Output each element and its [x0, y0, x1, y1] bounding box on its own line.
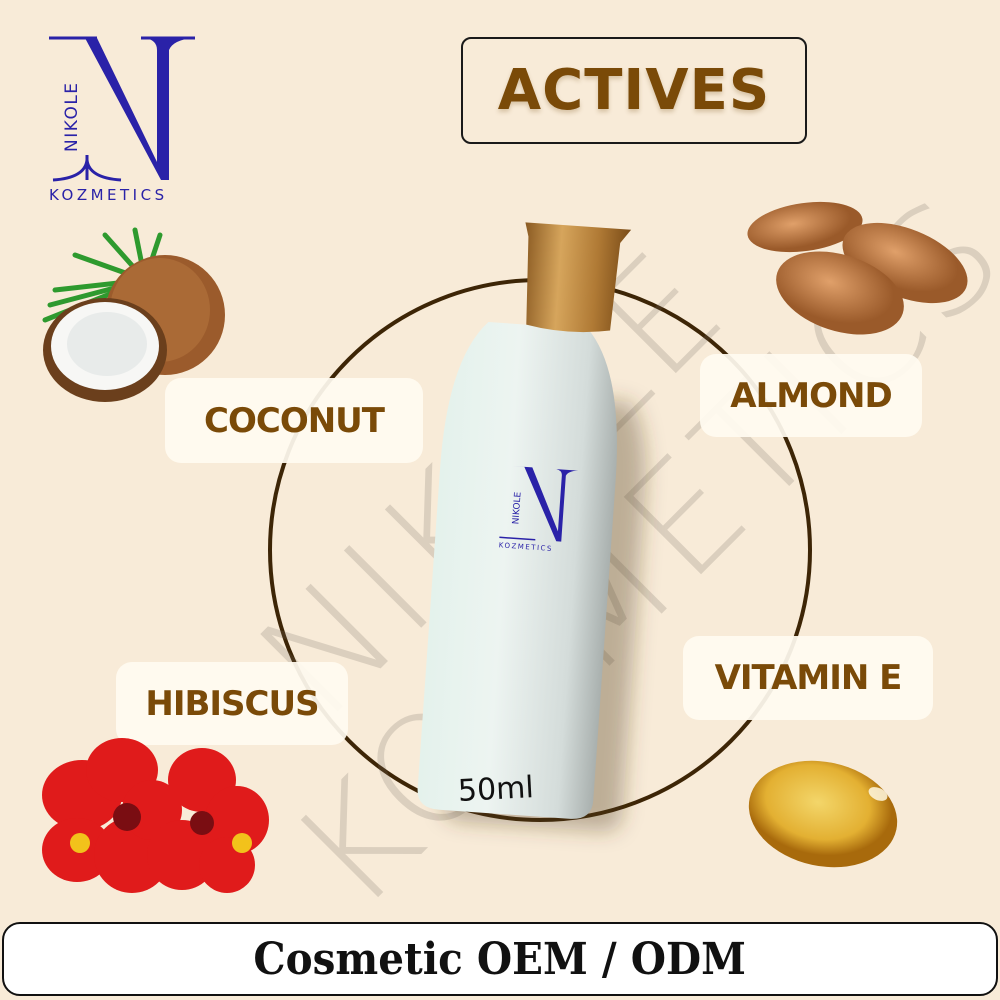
ingredient-label-text: VITAMIN E: [714, 658, 903, 698]
ingredient-label-text: COCONUT: [204, 400, 385, 441]
ingredient-label-text: HIBISCUS: [145, 683, 319, 724]
ingredient-label-almond: ALMOND: [700, 354, 922, 437]
ingredient-label-vitamin-e: VITAMIN E: [683, 636, 933, 720]
vitamin-e-capsule-icon: [738, 752, 898, 870]
svg-text:KOZMETICS: KOZMETICS: [499, 541, 554, 553]
coconut-icon: [35, 220, 225, 405]
bottle-volume-label: 50ml: [457, 770, 535, 809]
svg-text:KOZMETICS: KOZMETICS: [49, 186, 168, 204]
svg-text:NIKOLE: NIKOLE: [511, 491, 523, 525]
ingredient-label-coconut: COCONUT: [165, 378, 423, 463]
actives-title-box: ACTIVES: [461, 37, 807, 144]
ingredient-label-hibiscus: HIBISCUS: [116, 662, 348, 745]
ingredient-label-text: ALMOND: [730, 375, 892, 416]
nikole-kozmetics-logo-icon: NIKOLE KOZMETICS: [49, 36, 195, 204]
footer-text: Cosmetic OEM / ODM: [253, 933, 747, 985]
almond-icon: [745, 195, 973, 335]
page-title: ACTIVES: [497, 58, 771, 123]
product-bottle: NIKOLE KOZMETICS: [405, 215, 646, 832]
footer-banner: Cosmetic OEM / ODM: [2, 922, 998, 996]
hibiscus-flower-icon: [32, 735, 272, 900]
brand-logo: NIKOLE KOZMETICS: [45, 30, 205, 205]
bottle-icon: NIKOLE KOZMETICS: [417, 222, 646, 832]
svg-text:NIKOLE: NIKOLE: [62, 81, 82, 152]
